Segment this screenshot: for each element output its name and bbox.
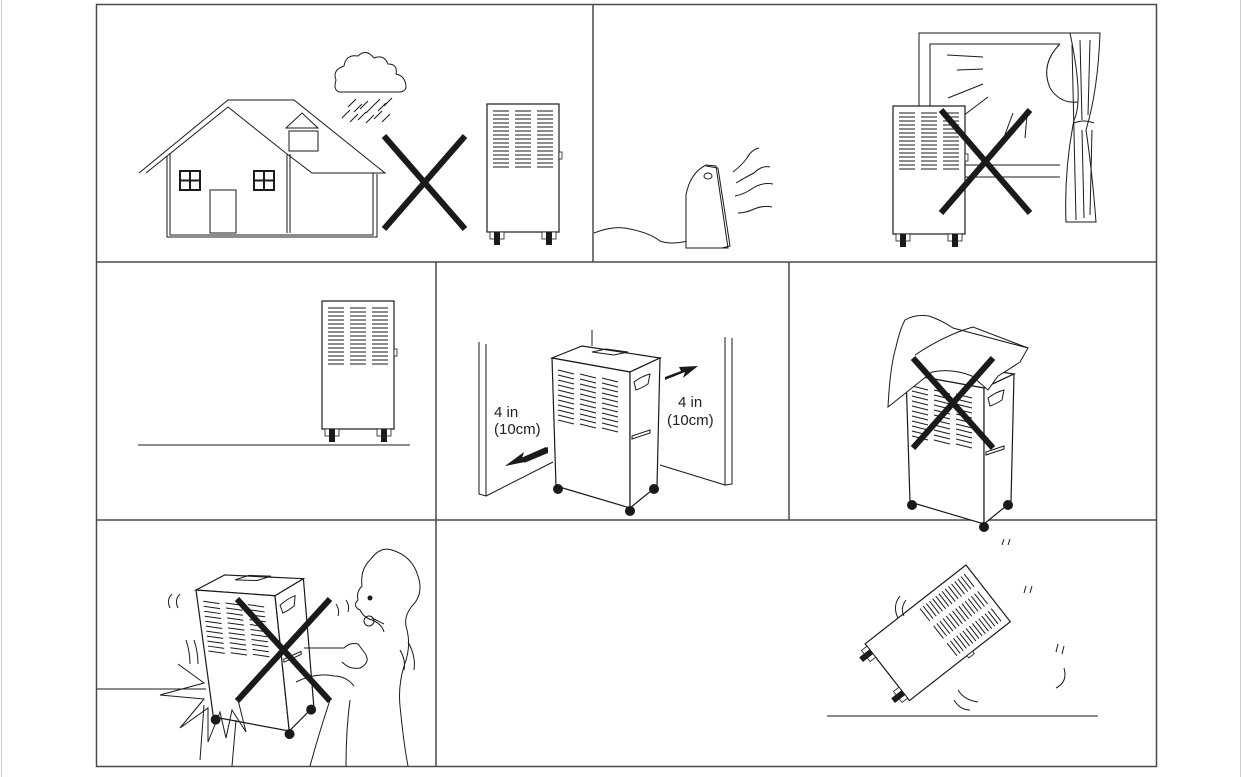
person-illustration	[167, 548, 421, 767]
prohibited-cross-icon	[938, 108, 1033, 215]
dehumidifier-unit-tilted	[854, 564, 1013, 712]
dehumidifier-unit-bumped	[194, 566, 321, 748]
page-edge-right	[1240, 0, 1241, 777]
panel-grid	[95, 3, 1158, 768]
panel-no-tilt	[827, 538, 1098, 717]
arrow-left-icon	[505, 447, 548, 466]
impact-burst-icon	[159, 663, 247, 767]
panel-no-bumping	[97, 548, 421, 767]
window-sun-illustration	[918, 32, 1101, 223]
house-illustration	[138, 99, 387, 238]
cloth-cover-illustration	[887, 315, 1029, 409]
motion-lines-icon	[894, 538, 1066, 711]
clearance-left-line2: (10cm)	[494, 421, 541, 438]
clearance-right-line2: (10cm)	[667, 412, 714, 429]
dehumidifier-unit-iso	[551, 345, 661, 517]
outer-frame	[95, 3, 1158, 768]
walls-illustration	[478, 330, 733, 497]
clearance-right-line1: 4 in	[678, 394, 702, 411]
panel-no-heat-sunlight	[593, 32, 1101, 249]
panel-level-floor	[138, 300, 410, 446]
prohibited-cross-icon	[234, 596, 333, 704]
prohibited-cross-icon	[910, 356, 996, 450]
prohibited-cross-icon	[381, 134, 468, 231]
dehumidifier-unit-covered	[905, 361, 1015, 533]
panel-no-outdoor-rain	[138, 52, 563, 246]
dehumidifier-unit	[486, 103, 563, 246]
dehumidifier-unit-floor	[321, 300, 398, 443]
clearance-left-line1: 4 in	[494, 404, 518, 421]
page-edge-left	[1, 0, 2, 777]
space-heater-icon	[593, 147, 774, 249]
panel-no-cover	[887, 315, 1029, 533]
panel-clearance: 4 in (10cm) 4 in (10cm)	[478, 330, 733, 517]
arrow-right-icon	[665, 366, 698, 380]
rain-cloud-icon	[334, 52, 407, 124]
